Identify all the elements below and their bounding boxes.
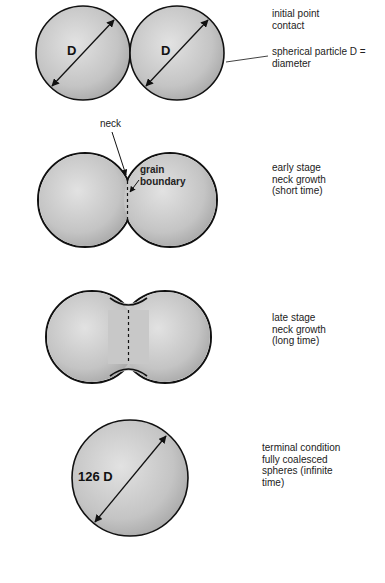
stage-note: late stage neck growth (long time)	[272, 312, 336, 347]
dimension-label: D	[67, 44, 76, 59]
dimension-label: 126 D	[78, 470, 113, 485]
late-neck-spheres	[46, 291, 211, 383]
initial-spheres	[36, 6, 268, 100]
early-neck-spheres	[38, 132, 217, 247]
coalesced-sphere	[72, 420, 188, 536]
particle-note: spherical particle D = diameter	[272, 46, 368, 69]
dimension-label: D	[161, 44, 170, 59]
stage-note: initial point contact	[272, 8, 324, 31]
grain-boundary-label: grain boundary	[140, 164, 188, 187]
neck-label: neck	[100, 118, 121, 130]
stage-note: terminal condition fully coalesced spher…	[262, 442, 354, 488]
stage-note: early stage neck growth (short time)	[272, 162, 336, 197]
